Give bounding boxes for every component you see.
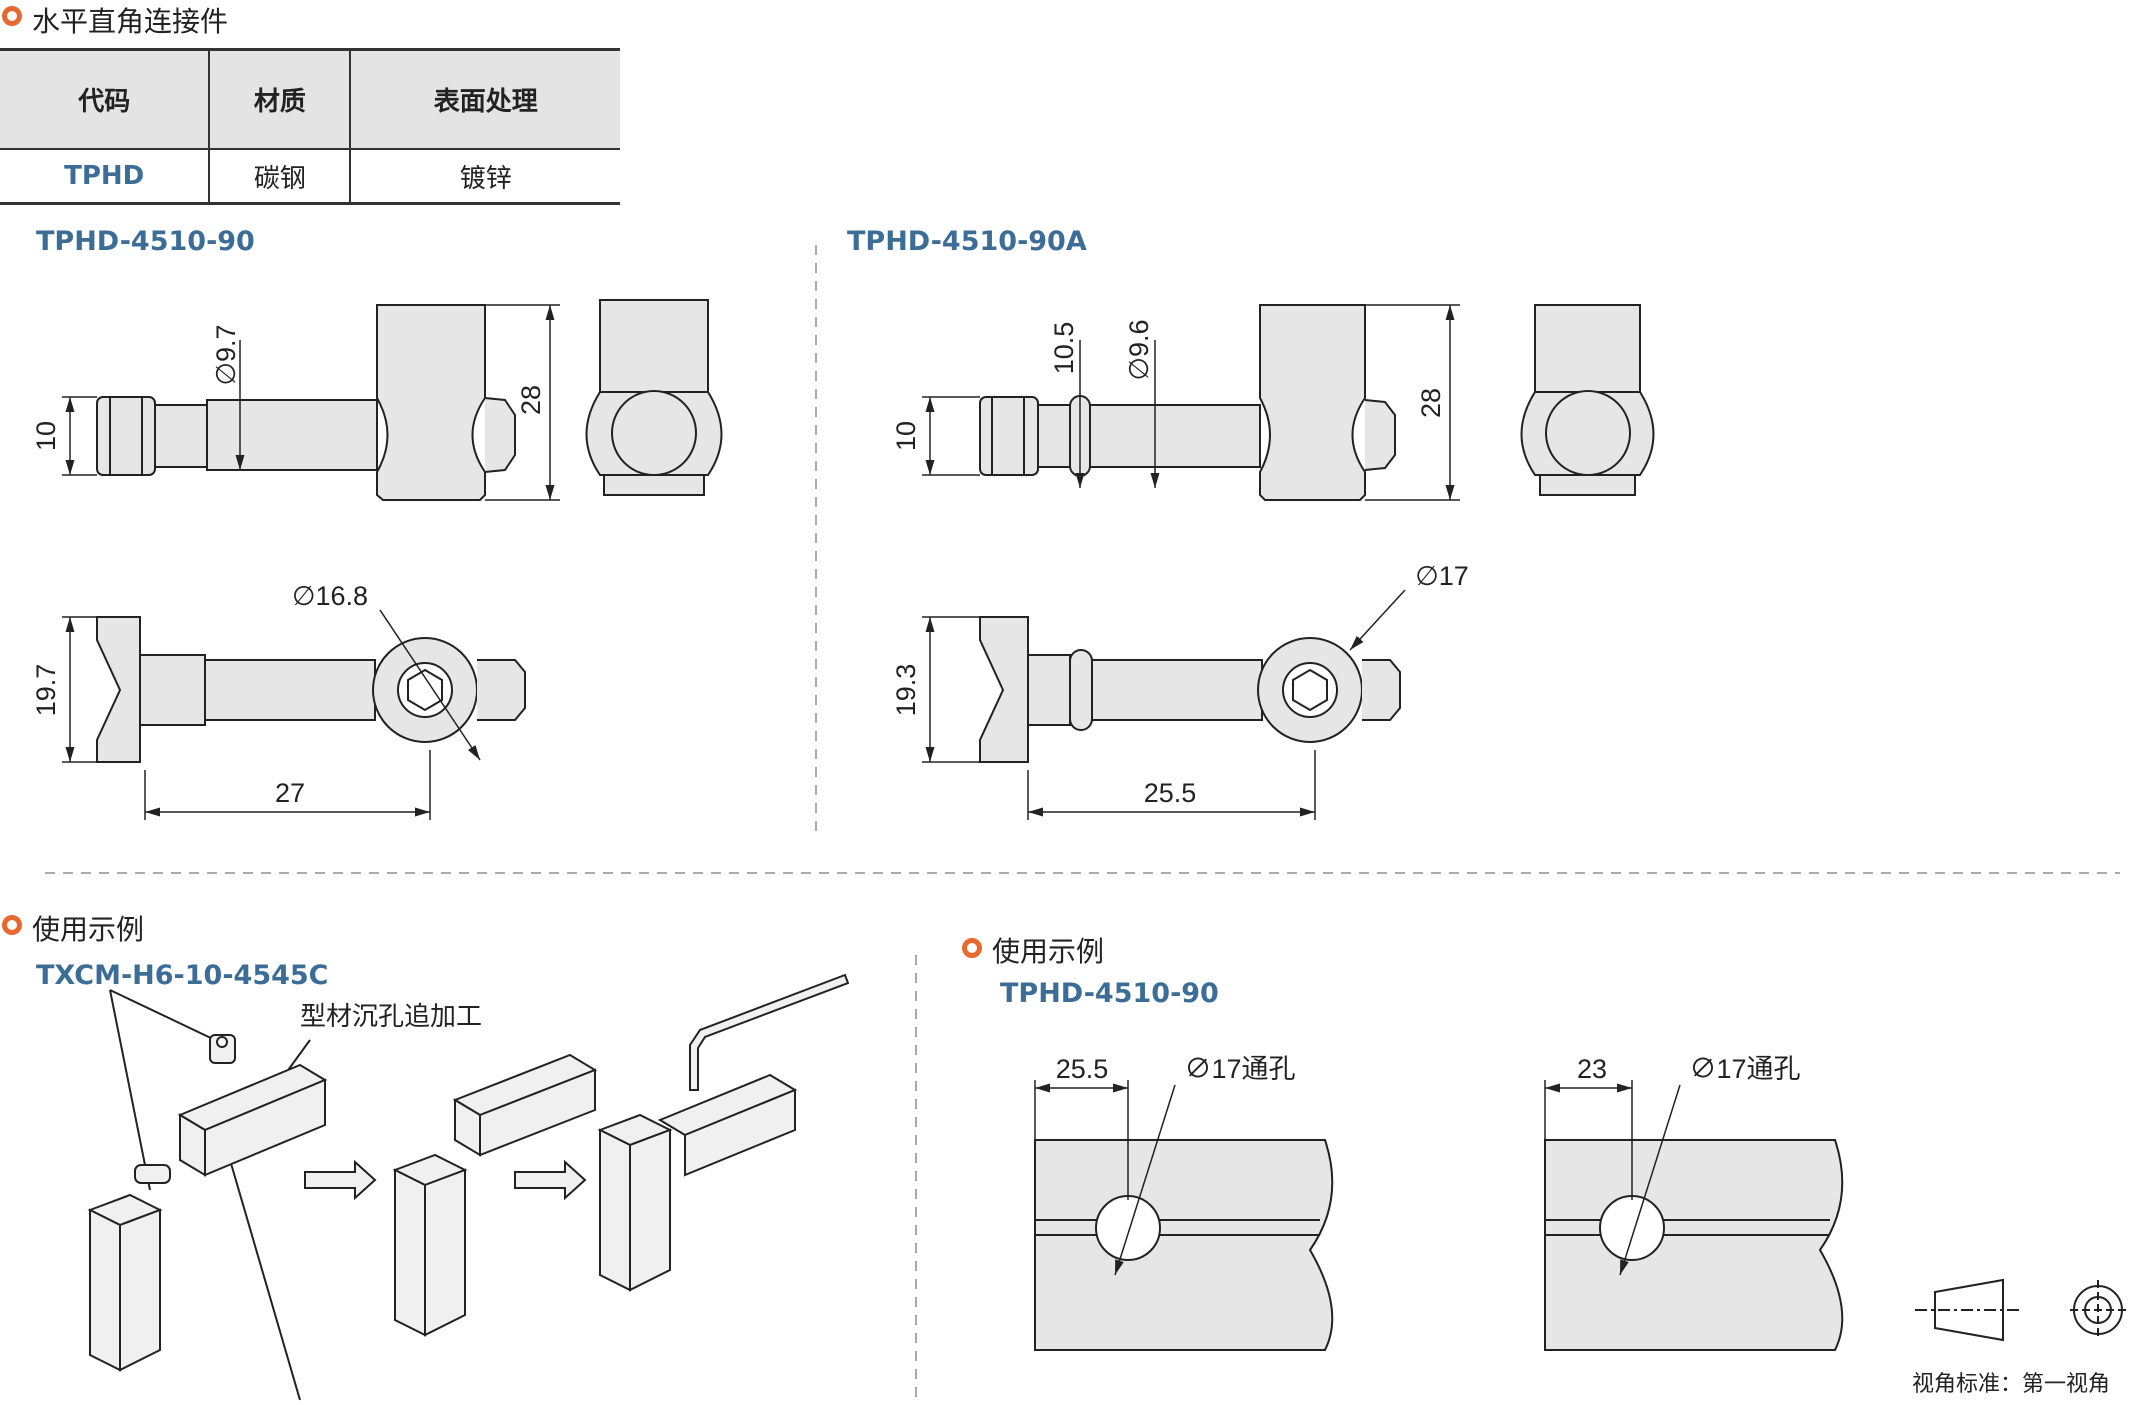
model-a-side-view xyxy=(96,304,516,501)
table-row: TPHD 碳钢 镀锌 xyxy=(0,148,620,204)
dim-label: 19.3 xyxy=(891,664,921,717)
table-header: 代码 xyxy=(0,49,210,149)
dim-label: ∅9.6 xyxy=(1124,319,1154,380)
dim-label: 23 xyxy=(1577,1054,1607,1084)
dim-label: ∅16.8 xyxy=(292,581,368,611)
model-a-end-view xyxy=(585,299,723,496)
dim-label: ∅17通孔 xyxy=(1689,1054,1800,1084)
dim-label: 27 xyxy=(275,778,305,808)
dim-label: ∅17 xyxy=(1415,561,1469,591)
usage-left-illustration xyxy=(87,973,850,1401)
arrow-right-icon xyxy=(514,1159,587,1201)
usage-left-part-label: TXCM-H6-10-4545C xyxy=(36,960,329,991)
usage-right-diagrams xyxy=(1034,1139,1844,1351)
projection-standard-label: 视角标准：第一视角 xyxy=(1912,1372,2111,1397)
spec-table: 代码 材质 表面处理 TPHD 碳钢 镀锌 xyxy=(0,48,620,205)
usage-right-dimensions xyxy=(1034,1080,1681,1276)
usage-right-part-label: TPHD-4510-90 xyxy=(1000,978,1219,1009)
model-a-dimensions xyxy=(62,304,560,820)
section-bullet-icon xyxy=(2,915,22,935)
section-bullet-icon xyxy=(2,6,22,26)
usage-left-note: 型材沉孔追加工 xyxy=(300,1002,483,1032)
finish-cell: 镀锌 xyxy=(349,148,620,204)
table-header-row: 代码 材质 表面处理 xyxy=(0,49,620,149)
model-a-label: TPHD-4510-90 xyxy=(36,226,255,257)
model-b-end-view xyxy=(1520,304,1655,496)
table-header: 材质 xyxy=(208,49,351,149)
dim-label: 10 xyxy=(891,421,921,451)
dim-label: 25.5 xyxy=(1144,778,1197,808)
model-b-label: TPHD-4510-90A xyxy=(847,226,1087,257)
model-b-front-view xyxy=(979,616,1401,763)
model-a-front-view xyxy=(96,616,526,763)
first-angle-projection-icon xyxy=(1915,1278,2126,1342)
dim-label: 28 xyxy=(1416,388,1446,418)
model-b-side-view xyxy=(979,304,1396,501)
section-bullet-icon xyxy=(962,938,982,958)
dim-label: 10 xyxy=(31,421,61,451)
arrow-right-icon xyxy=(304,1159,377,1201)
dim-label: ∅9.7 xyxy=(211,324,241,385)
table-header: 表面处理 xyxy=(349,49,620,149)
material-cell: 碳钢 xyxy=(208,148,351,204)
usage-right-title: 使用示例 xyxy=(992,935,1105,968)
usage-left-title: 使用示例 xyxy=(32,913,145,946)
dim-label: 10.5 xyxy=(1049,322,1079,375)
dim-label: 28 xyxy=(516,385,546,415)
model-b-dimensions xyxy=(922,304,1460,820)
code-cell: TPHD xyxy=(0,148,210,204)
dim-label: 19.7 xyxy=(31,664,61,717)
dim-label: 25.5 xyxy=(1056,1054,1109,1084)
dim-label: ∅17通孔 xyxy=(1184,1054,1295,1084)
section-title: 水平直角连接件 xyxy=(32,5,229,38)
